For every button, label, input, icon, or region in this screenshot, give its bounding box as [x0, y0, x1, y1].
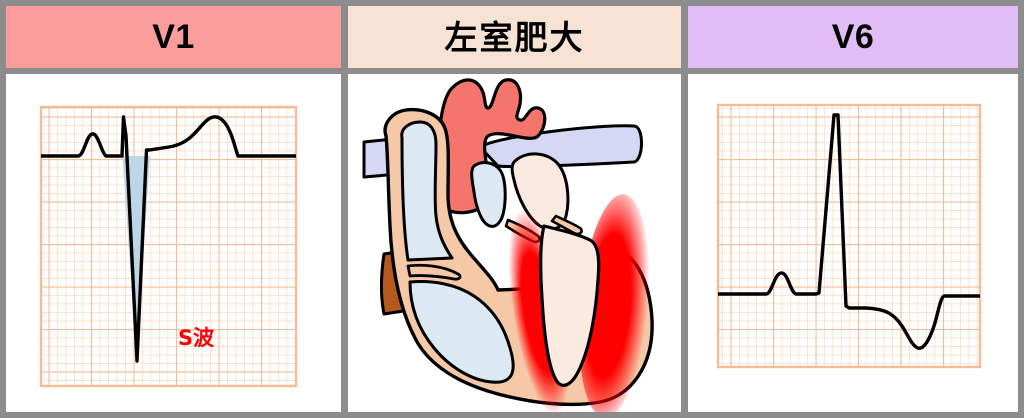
v6-grid — [716, 103, 982, 369]
panel-v1-ecg: S波 — [6, 74, 341, 412]
frame-vertical-divider-right — [681, 0, 688, 418]
panel-heart-diagram — [348, 74, 681, 412]
frame-right-border — [1018, 0, 1024, 418]
header-cell-v1: V1 — [6, 6, 341, 68]
frame-top-border — [0, 0, 1024, 6]
frame-bottom-border — [0, 412, 1024, 418]
v1-ecg-chart — [39, 105, 298, 388]
s-wave-annotation-label: S波 — [178, 326, 215, 350]
v6-ecg-chart — [716, 103, 982, 369]
right-ventricle-cavity — [408, 280, 515, 384]
header-label-v6: V6 — [831, 18, 875, 56]
heart-cross-section-illustration — [362, 78, 654, 412]
header-cell-v6: V6 — [688, 6, 1018, 68]
mitral-valve-posterior-leaflet — [550, 214, 583, 236]
header-label-diagnosis: 左室肥大 — [444, 17, 585, 57]
header-cell-diagnosis: 左室肥大 — [348, 6, 681, 68]
header-label-v1: V1 — [152, 18, 195, 56]
v6-waveform-trace — [718, 113, 980, 350]
v1-grid — [39, 105, 298, 388]
frame-left-border — [0, 0, 6, 418]
frame-horizontal-divider — [0, 68, 1024, 74]
v1-waveform-trace — [41, 115, 296, 363]
tricuspid-valve — [406, 263, 462, 281]
interventricular-septum-upper — [470, 161, 507, 228]
frame-vertical-divider-left — [341, 0, 348, 418]
panel-v6-ecg — [688, 74, 1018, 412]
left-ventricle-cavity — [539, 224, 601, 387]
right-atrium-cavity — [400, 120, 454, 262]
